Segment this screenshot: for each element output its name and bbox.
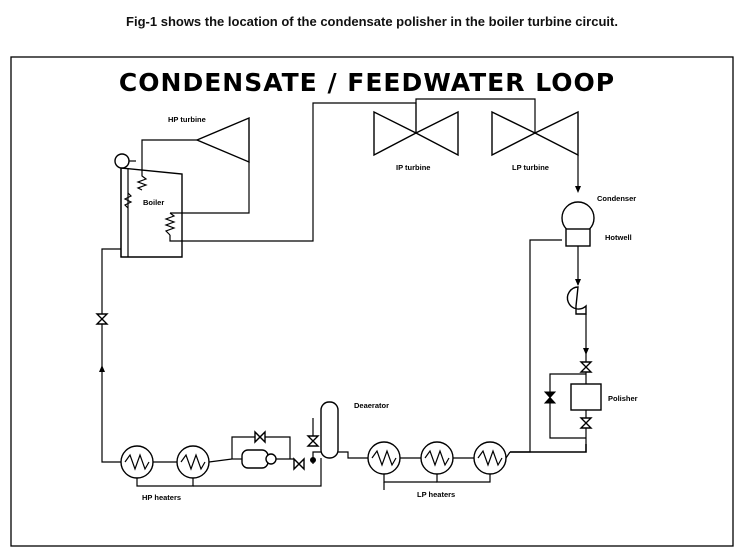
polisher-outlet-valve — [579, 417, 593, 429]
ip-turbine — [373, 110, 459, 157]
condenser-label: Condenser — [597, 194, 636, 203]
deaerator-label: Deaerator — [354, 401, 389, 410]
hp-heaters-label: HP heaters — [142, 493, 181, 502]
feed-pump-valve — [293, 457, 305, 471]
boiler-feed-pump — [241, 449, 277, 469]
diagram-title: CONDENSATE / FEEDWATER LOOP — [119, 68, 615, 97]
feedwater-valve — [95, 313, 109, 325]
hp-turbine-label: HP turbine — [168, 115, 206, 124]
lp-heaters-label: LP heaters — [417, 490, 455, 499]
lp-heater-2 — [420, 441, 454, 475]
condenser — [561, 201, 595, 247]
feed-pump-recirc-valve — [254, 430, 266, 444]
deaerator — [320, 401, 339, 459]
condensate-pump — [566, 286, 587, 315]
polisher-label: Polisher — [608, 394, 638, 403]
diagram-frame — [10, 56, 734, 547]
figure-caption: Fig-1 shows the location of the condensa… — [126, 14, 618, 29]
ip-turbine-label: IP turbine — [396, 163, 430, 172]
condensate-polisher — [570, 383, 602, 411]
lp-heater-3 — [473, 441, 507, 475]
lp-heater-1 — [367, 441, 401, 475]
hp-heater-1 — [120, 445, 154, 479]
hp-heater-2 — [176, 445, 210, 479]
lp-turbine-label: LP turbine — [512, 163, 549, 172]
deaerator-outlet-valve — [306, 435, 320, 447]
hotwell-label: Hotwell — [605, 233, 632, 242]
polisher-bypass-valve — [543, 391, 557, 404]
lp-turbine — [491, 110, 579, 157]
boiler — [114, 153, 183, 258]
boiler-label: Boiler — [143, 198, 164, 207]
hp-turbine — [195, 116, 250, 164]
polisher-inlet-valve — [579, 361, 593, 373]
